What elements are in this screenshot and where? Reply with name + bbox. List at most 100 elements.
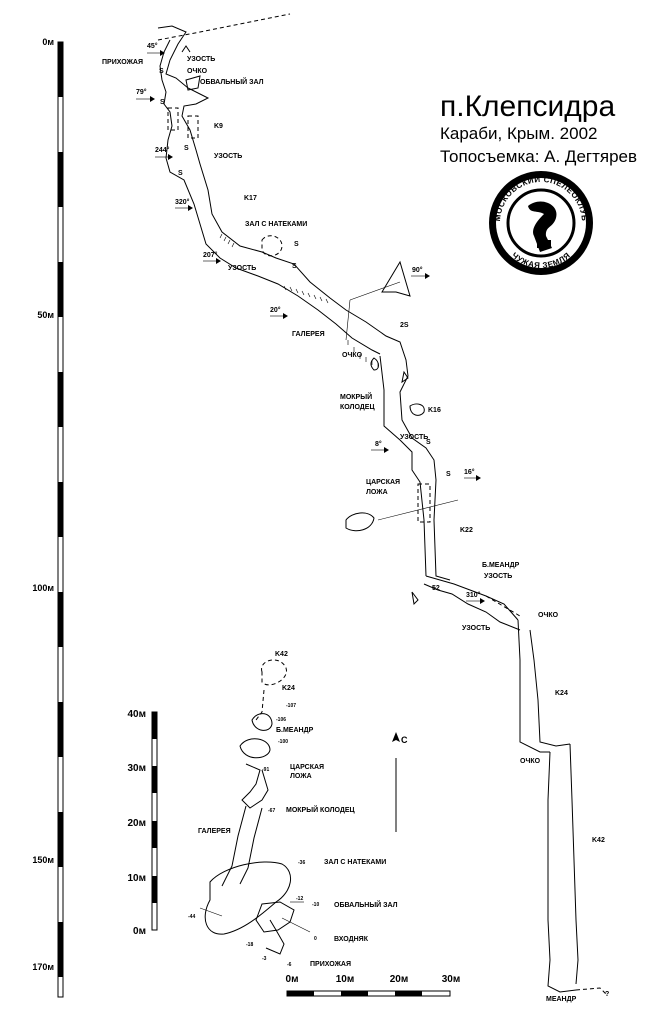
depth-label-150: 150м xyxy=(32,855,54,865)
plan-scale-10: 10м xyxy=(127,873,146,884)
cave-title: п.Клепсидра xyxy=(440,90,615,123)
plan-depth: -3 xyxy=(262,956,267,962)
plan-depth: -6 xyxy=(287,962,292,968)
profile-labels: ПРИХОЖАЯ УЗОСТЬ ОЧКО ОБВАЛЬНЫЙ ЗАЛ K9 УЗ… xyxy=(102,56,609,1003)
plan-scale-20: 20м xyxy=(127,818,146,829)
label-s: S xyxy=(426,439,431,446)
h-scale-0: 0м xyxy=(286,974,299,985)
label-s: S xyxy=(184,145,189,152)
depth-label-170: 170м xyxy=(32,962,54,972)
depth-scale: 0м 50м 100м 150м 170м xyxy=(32,37,64,998)
plan-label-tsarskaya: ЦАРСКАЯ xyxy=(290,764,324,771)
plan-scale-30: 30м xyxy=(127,763,146,774)
surface-funnel xyxy=(381,260,411,297)
club-stamp: МОСКОВСКИЙ СПЕЛЕОКЛУБ ЧУЖАЯ ЗЕМЛЯ xyxy=(489,171,593,275)
plan-label-lozha: ЛОЖА xyxy=(290,773,312,780)
label-tsarskaya: ЦАРСКАЯ xyxy=(366,479,400,486)
plan-depth: -107 xyxy=(286,703,296,709)
azimuth-arrow xyxy=(464,475,481,481)
plan-k42-outline xyxy=(261,659,287,686)
north-arrow-head-icon xyxy=(392,732,400,742)
azimuth-arrow xyxy=(136,96,155,102)
mid-shaft-right xyxy=(399,383,451,581)
label-uzost: УЗОСТЬ xyxy=(400,434,428,441)
profile-right-wall xyxy=(157,25,409,385)
azimuth-label: 244° xyxy=(155,146,170,154)
azimuth-arrow xyxy=(147,50,165,56)
k24-right xyxy=(529,629,571,747)
plan-tsarskaya xyxy=(241,763,269,809)
cave-profile xyxy=(157,13,607,995)
label-ochko: ОЧКО xyxy=(342,352,363,359)
azimuth-arrow xyxy=(371,447,389,453)
azimuth-label: 8° xyxy=(375,440,382,448)
meandr-continuation xyxy=(575,987,607,995)
h-scale-10: 10м xyxy=(336,974,355,985)
plan-scale-0: 0м xyxy=(133,926,146,937)
label-k17: K17 xyxy=(244,195,257,202)
azimuth-arrow xyxy=(411,273,430,279)
label-s: S xyxy=(294,241,299,248)
h-scale-30: 30м xyxy=(442,974,461,985)
k42-right xyxy=(569,743,579,985)
azimuth-arrows: 45° 79° 244° 320° 207° 20° 90° 8° 16° 31… xyxy=(136,42,485,604)
azimuth-arrow xyxy=(203,258,221,264)
azimuth-arrow xyxy=(175,205,193,211)
label-prikhozhaya: ПРИХОЖАЯ xyxy=(102,59,143,66)
plan-label-galereya: ГАЛЕРЕЯ xyxy=(198,828,231,835)
plan-depth: -91 xyxy=(262,767,269,773)
label-k42: K42 xyxy=(592,837,605,844)
plan-view: C K42 K24 -107 -106 Б.МЕАНДР -100 -91 ЦА… xyxy=(188,651,408,968)
mokry-kolodets-blob xyxy=(409,403,425,416)
azimuth-arrow xyxy=(155,154,173,160)
azimuth-arrow xyxy=(466,598,485,604)
plan-label-zal: ЗАЛ С НАТЕКАМИ xyxy=(324,859,386,866)
label-uzost: УЗОСТЬ xyxy=(187,56,215,63)
location-text: Караби, Крым. 2002 xyxy=(440,124,597,143)
plan-obvalny-zal xyxy=(255,901,295,933)
plan-k24 xyxy=(251,713,273,731)
azimuth-label: 79° xyxy=(136,88,147,96)
label-b-meandr: Б.МЕАНДР xyxy=(482,562,520,569)
label-obvalny-zal: ОБВАЛЬНЫЙ ЗАЛ xyxy=(200,77,264,86)
plan-depth: -18 xyxy=(246,942,253,948)
azimuth-arrow xyxy=(270,313,288,319)
label-mokry: МОКРЫЙ xyxy=(340,392,372,401)
tsarskaya-lozha-outline xyxy=(417,483,431,523)
depth-label-0: 0м xyxy=(42,37,54,47)
label-ochko: ОЧКО xyxy=(520,758,541,765)
plan-depth: -36 xyxy=(298,860,305,866)
label-uzost: УЗОСТЬ xyxy=(228,265,256,272)
azimuth-label: 310° xyxy=(466,591,481,599)
label-meandr: МЕАНДР xyxy=(546,996,577,1003)
b-meandr-upper xyxy=(425,575,519,621)
horizontal-scale: 0м 10м 20м 30м xyxy=(286,974,461,997)
label-lozha: ЛОЖА xyxy=(366,489,388,496)
h-scale-20: 20м xyxy=(390,974,409,985)
caver-head-icon xyxy=(528,201,557,252)
plan-scale-40: 40м xyxy=(127,709,146,720)
label-s: S xyxy=(178,170,183,177)
azimuth-label: 207° xyxy=(203,251,218,259)
north-label: C xyxy=(401,735,408,745)
label-s: S xyxy=(446,471,451,478)
azimuth-label: 45° xyxy=(147,42,158,50)
plan-galereya-left xyxy=(221,805,247,887)
profile-left-wall xyxy=(159,39,381,355)
plan-galereya-right xyxy=(239,807,263,885)
label-s: S xyxy=(159,68,164,75)
plan-label-b-meandr: Б.МЕАНДР xyxy=(276,727,314,734)
plan-b-meandr xyxy=(239,738,271,759)
plan-depth: -106 xyxy=(276,717,286,723)
label-k22: K22 xyxy=(460,527,473,534)
caver-lamp-icon xyxy=(537,240,551,248)
surveyor-text: Топосъемка: А. Дегтярев xyxy=(440,147,637,166)
label-s: S xyxy=(292,263,297,270)
plan-label-prikhozhaya: ПРИХОЖАЯ xyxy=(310,961,351,968)
azimuth-label: 20° xyxy=(270,306,281,314)
surface-line xyxy=(157,13,291,41)
plan-depth: -10 xyxy=(312,902,319,908)
plan-label-k42: K42 xyxy=(275,651,288,658)
label-k16: K16 xyxy=(428,407,441,414)
label-52: 52 xyxy=(432,585,440,592)
